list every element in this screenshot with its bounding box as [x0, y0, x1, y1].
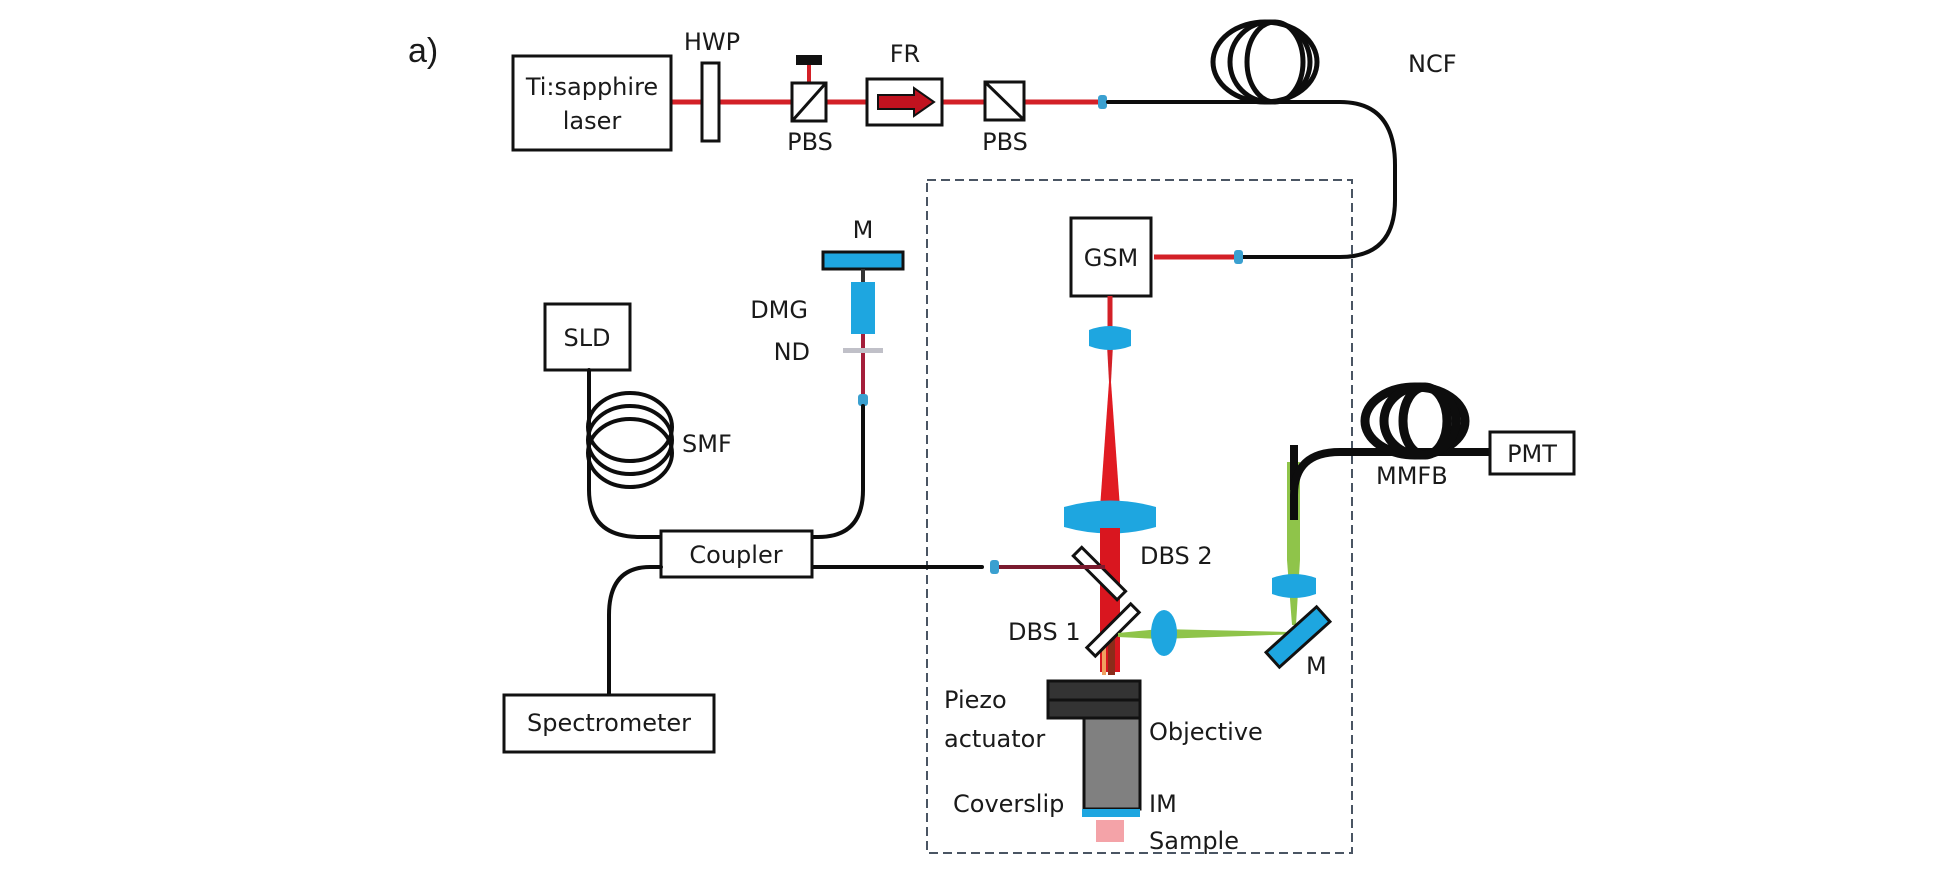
fluorescence-beam-horizontal: [1118, 629, 1300, 639]
fold-mirror-detection: M: [1263, 604, 1333, 680]
fluorescence-collection-lens: [1151, 610, 1177, 656]
smf-fiber: SMF: [586, 368, 732, 539]
sld-box: [543, 302, 632, 372]
reference-mirror: M: [821, 216, 905, 271]
half-wave-plate: HWP: [684, 28, 740, 143]
dispersion-matching-glass: DMG: [750, 282, 875, 334]
piezo-label-line2: actuator: [944, 725, 1045, 753]
pbs-1-label: PBS: [787, 128, 833, 156]
ncf-label: NCF: [1408, 50, 1457, 78]
sample-block: [1096, 820, 1124, 842]
pbs-2: PBS: [982, 80, 1028, 156]
fiber-connector-gsm: [1234, 250, 1243, 264]
ncf-loop-2: [1227, 19, 1313, 105]
smf-loop-1: [586, 391, 674, 463]
reference-fiber: [811, 404, 865, 539]
beam-orange-1: [1102, 645, 1106, 675]
mirror-detection-label: M: [1306, 652, 1327, 680]
fiber-coupling-lens: [1272, 574, 1316, 598]
dbs-2-label: DBS 2: [1140, 542, 1213, 570]
ncf-fiber: NCF: [1106, 19, 1457, 259]
superluminescent-diode: SLD: [543, 302, 632, 372]
hwp-label: HWP: [684, 28, 740, 56]
immersion-medium: [1082, 809, 1140, 817]
spectrometer-box: [502, 693, 716, 754]
piezo-actuator: Piezo actuator: [944, 679, 1142, 753]
neutral-density-filter: ND: [774, 338, 883, 366]
faraday-rotator: FR: [865, 40, 944, 127]
reference-mirror-label: M: [853, 216, 874, 244]
pbs-1: PBS: [787, 55, 833, 156]
dbs-1: DBS 1: [1008, 601, 1142, 659]
reference-mirror-m: [821, 250, 905, 271]
smf-loop-3: [586, 417, 674, 489]
galvo-scanning-mirror: GSM: [1069, 216, 1153, 298]
spectrometer: Spectrometer: [502, 693, 716, 754]
mmfb-fiber: MMFB: [1290, 382, 1495, 520]
coupler-label: Coupler: [689, 541, 782, 569]
gsm-box: [1069, 216, 1153, 298]
fr-label: FR: [890, 40, 920, 68]
laser-label-line1: Ti:sapphire: [525, 73, 658, 101]
ncf-loop-3: [1244, 19, 1306, 105]
fiber-connector-oct: [990, 560, 999, 574]
objective-body: [1082, 716, 1142, 811]
microscope-enclosure: [926, 179, 1353, 854]
dbs-1-label: DBS 1: [1008, 618, 1081, 646]
objective-label: Objective: [1149, 718, 1263, 746]
dbs-2-plate: [1071, 545, 1128, 602]
mmfb-loop-3: [1398, 382, 1452, 460]
objective-lens: Objective: [1082, 716, 1263, 811]
photomultiplier-tube: PMT: [1488, 430, 1576, 476]
coverslip-label: Coverslip: [953, 790, 1064, 818]
fiber-coupler: Coupler: [659, 529, 814, 579]
coupler-box: [659, 529, 814, 579]
im-label: IM: [1149, 790, 1177, 818]
fiber-connector-ref: [858, 394, 868, 406]
beam-brown: [1108, 630, 1115, 675]
mmfb-label: MMFB: [1376, 462, 1448, 490]
dmg-label: DMG: [750, 296, 808, 324]
smf-label: SMF: [682, 430, 732, 458]
sample-label: Sample: [1149, 827, 1239, 855]
mirror-m-detection: [1263, 604, 1333, 670]
smf-loop-2: [586, 404, 674, 476]
piezo-label-line1: Piezo: [944, 686, 1007, 714]
spectrometer-fiber: [607, 565, 663, 697]
pbs-1-diagonal: [791, 83, 827, 121]
spectrometer-label: Spectrometer: [527, 709, 691, 737]
dmg-block: [851, 282, 875, 334]
nd-label: ND: [774, 338, 810, 366]
pbs-2-diagonal: [984, 81, 1025, 121]
pmt-box: [1488, 430, 1576, 476]
beam-dump: [796, 55, 822, 65]
beam-converge: [1107, 345, 1113, 382]
laser-box: [511, 54, 673, 152]
pmt-label: PMT: [1507, 440, 1557, 468]
dbs-1-plate: [1084, 601, 1142, 659]
sld-label: SLD: [563, 324, 610, 352]
panel-label: a): [408, 32, 438, 70]
gsm-label: GSM: [1084, 244, 1139, 272]
laser-label-line2: laser: [563, 107, 622, 135]
fr-arrow-icon: [877, 86, 936, 118]
nd-filter: [843, 348, 883, 353]
hwp-plate: [700, 61, 721, 143]
fiber-connector-top: [1098, 95, 1107, 109]
scan-lens: [1089, 326, 1131, 350]
ti-sapphire-laser: Ti:sapphire laser: [511, 54, 673, 152]
dbs-2: DBS 2: [1071, 542, 1213, 602]
beam-expand: [1100, 382, 1120, 508]
pbs-2-label: PBS: [982, 128, 1028, 156]
tube-lens: [1064, 500, 1156, 534]
